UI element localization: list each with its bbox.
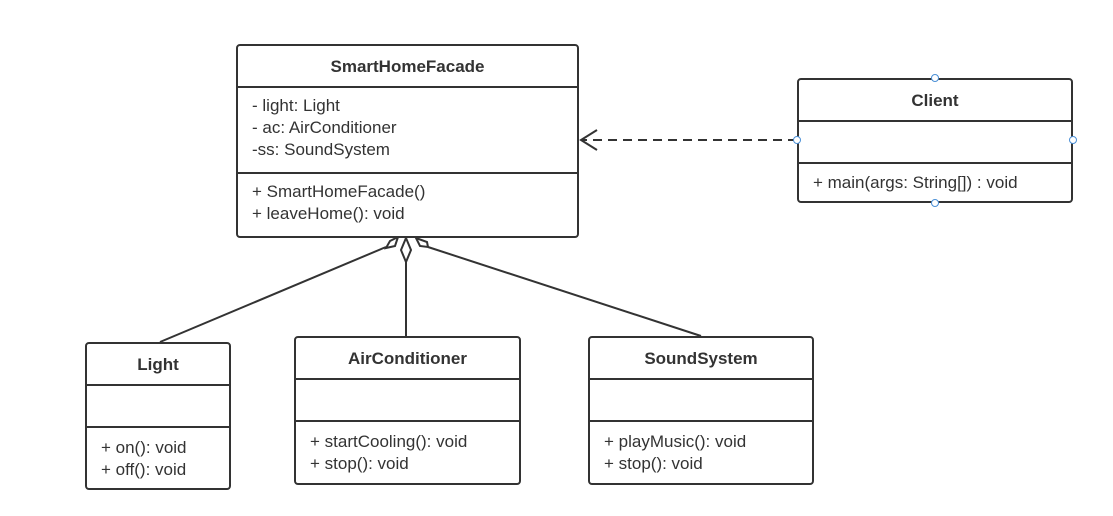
method: + stop(): void (310, 454, 409, 473)
aggregation-diamond-light (384, 235, 400, 250)
connection-handle-right[interactable] (1069, 136, 1077, 144)
method: + off(): void (101, 460, 187, 479)
attribute: - ac: AirConditioner (252, 118, 397, 137)
methods-section: + startCooling(): void + stop(): void (296, 422, 519, 475)
class-title: Light (87, 344, 229, 386)
aggregation-line-soundsystem[interactable] (427, 246, 702, 337)
aggregation-line-light[interactable] (159, 246, 387, 343)
class-title: SoundSystem (590, 338, 812, 380)
method: + SmartHomeFacade() (252, 182, 426, 201)
attributes-section (87, 386, 229, 428)
methods-section: + playMusic(): void + stop(): void (590, 422, 812, 475)
connection-handle-left[interactable] (793, 136, 801, 144)
aggregation-diamond-soundsystem (413, 236, 430, 249)
class-smarthomefacade[interactable]: SmartHomeFacade - light: Light - ac: Air… (236, 44, 579, 238)
attribute: - light: Light (252, 96, 340, 115)
methods-section: + main(args: String[]) : void (799, 164, 1071, 194)
method: + startCooling(): void (310, 432, 468, 451)
class-client[interactable]: Client + main(args: String[]) : void (797, 78, 1073, 203)
methods-section: + on(): void + off(): void (87, 428, 229, 481)
attributes-section (799, 122, 1071, 164)
class-light[interactable]: Light + on(): void + off(): void (85, 342, 231, 490)
attribute: -ss: SoundSystem (252, 140, 390, 159)
attributes-section: - light: Light - ac: AirConditioner -ss:… (238, 88, 577, 174)
class-airconditioner[interactable]: AirConditioner + startCooling(): void + … (294, 336, 521, 485)
class-title: AirConditioner (296, 338, 519, 380)
attributes-section (296, 380, 519, 422)
method: + stop(): void (604, 454, 703, 473)
class-title: Client (799, 80, 1071, 122)
connection-handle-top[interactable] (931, 74, 939, 82)
connection-handle-bottom[interactable] (931, 199, 939, 207)
class-soundsystem[interactable]: SoundSystem + playMusic(): void + stop()… (588, 336, 814, 485)
method: + playMusic(): void (604, 432, 747, 451)
methods-section: + SmartHomeFacade() + leaveHome(): void (238, 174, 577, 225)
method: + main(args: String[]) : void (813, 173, 1018, 192)
method: + on(): void (101, 438, 187, 457)
dependency-arrowhead (579, 129, 598, 151)
method: + leaveHome(): void (252, 204, 405, 223)
aggregation-diamond-airconditioner (399, 235, 413, 265)
class-title: SmartHomeFacade (238, 46, 577, 88)
attributes-section (590, 380, 812, 422)
